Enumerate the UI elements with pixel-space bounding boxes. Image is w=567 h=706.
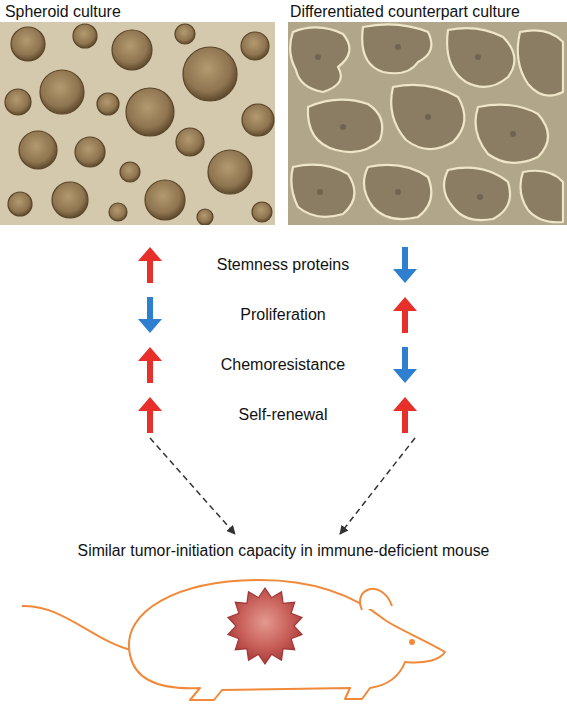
spheroid-photo: [0, 22, 275, 225]
dashed-arrow: [150, 438, 235, 534]
up-arrow: [138, 247, 162, 283]
panel-heading: Differentiated counterpart culture: [290, 3, 567, 21]
outcome-text: Similar tumor-initiation capacity in imm…: [30, 542, 537, 560]
photo-ground: [0, 22, 275, 225]
up-arrow: [393, 297, 417, 333]
outcome-panel: Similar tumor-initiation capacity in imm…: [30, 534, 537, 702]
panel-heading: Spheroid culture: [5, 3, 275, 21]
photo-ground: [288, 22, 567, 225]
mouse-ear: [360, 589, 392, 610]
mouse-eye: [409, 639, 415, 645]
spheroids: [5, 24, 274, 225]
up-arrow: [138, 397, 162, 433]
down-arrow: [393, 247, 417, 283]
differentiated-photo: [288, 22, 567, 225]
up-arrow: [393, 397, 417, 433]
mouse-tail: [22, 606, 132, 650]
up-arrow: [138, 347, 162, 383]
row-label: Chemoresistance: [221, 355, 346, 375]
tumor: [228, 588, 302, 664]
down-arrow: [393, 347, 417, 383]
dashed-arrow: [340, 438, 415, 534]
cell-clusters: [290, 24, 563, 222]
row-label: Proliferation: [240, 305, 325, 325]
down-arrow: [138, 297, 162, 333]
mouse-body: [129, 580, 445, 700]
row-label: Self-renewal: [239, 405, 328, 425]
cell-texture: [315, 44, 516, 200]
row-label: Stemness proteins: [217, 255, 350, 275]
